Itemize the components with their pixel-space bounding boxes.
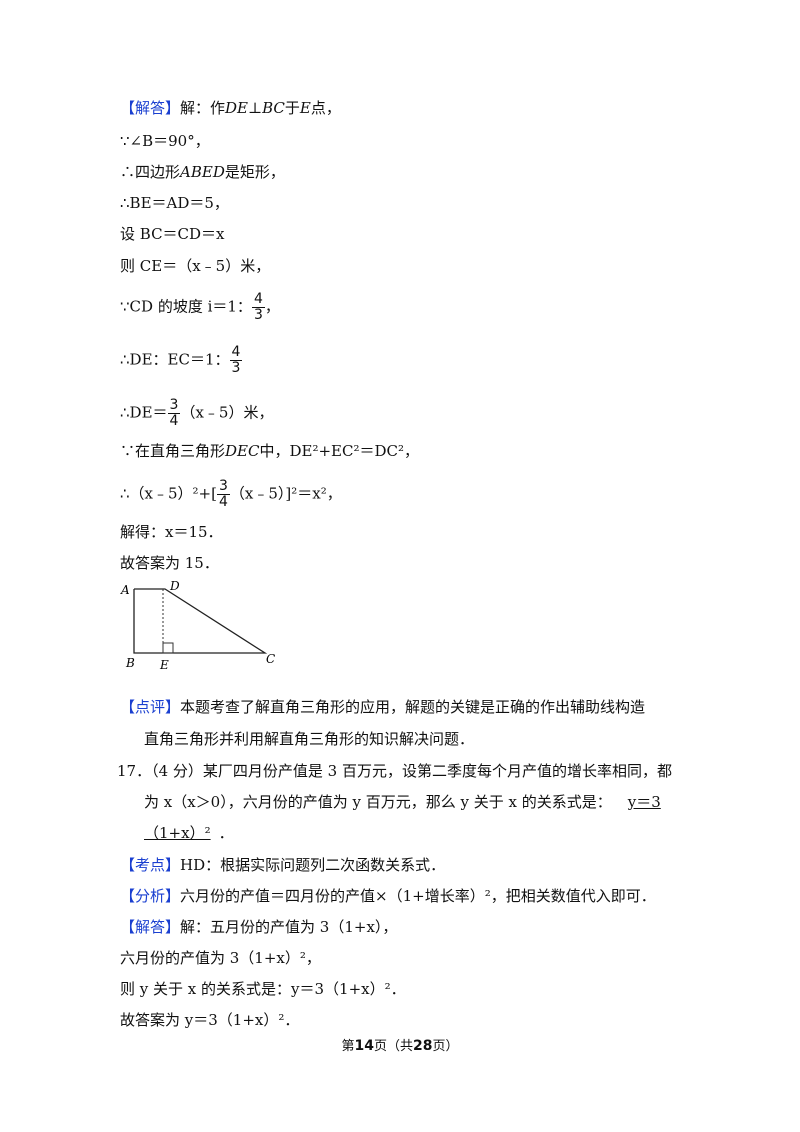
answer-tag-2: 【解答】 <box>120 918 181 936</box>
question-17-line-2: 为 x（x＞0），六月份的产值为 y 百万元，那么 y 关于 x 的关系式是：y… <box>144 793 661 811</box>
solution-line-5: 设 BC＝CD＝x <box>120 225 225 243</box>
comment-tag: 【点评】 <box>120 698 181 716</box>
answer-blank-2: （1+x）² <box>144 824 211 842</box>
kaodian-line: 【考点】HD：根据实际问题列二次函数关系式． <box>120 856 446 874</box>
solution2-line-2: 六月份的产值为 3（1+x）²， <box>120 949 321 967</box>
solution2-line-4: 故答案为 y＝3（1+x）²． <box>120 1011 300 1029</box>
comment-line-2: 直角三角形并利用解直角三角形的知识解决问题． <box>144 730 475 748</box>
page-number: 14 <box>354 1038 374 1054</box>
solution-line-solve: 解得：x＝15． <box>120 523 223 541</box>
solution2-line-1: 【解答】解：五月份的产值为 3（1+x）， <box>120 918 398 936</box>
label-E: E <box>159 658 169 670</box>
solution-line-6: 则 CE＝（x﹣5）米， <box>120 257 271 275</box>
answer-blank-1: y＝3 <box>627 793 661 811</box>
solution-line-2: ∵∠B＝90°， <box>120 132 210 150</box>
solution-line-4: ∴BE＝AD＝5， <box>120 194 229 212</box>
label-C: C <box>266 652 275 666</box>
kaodian-tag: 【考点】 <box>120 856 181 874</box>
fenxi-line: 【分析】六月份的产值＝四月份的产值×（1+增长率）²，把相关数值代入即可． <box>120 887 656 905</box>
comment-line-1: 【点评】本题考查了解直角三角形的应用，解题的关键是正确的作出辅助线构造 <box>120 698 646 716</box>
trapezoid-figure: A D B E C <box>120 580 275 670</box>
question-17-line-3: （1+x）²． <box>144 824 234 842</box>
question-17-line-1: 17．（4 分）某厂四月份产值是 3 百万元，设第二季度每个月产值的增长率相同，… <box>117 762 672 780</box>
label-B: B <box>125 656 135 670</box>
label-D: D <box>169 580 180 593</box>
fenxi-tag: 【分析】 <box>120 887 181 905</box>
solution-line-right-triangle: ∵在直角三角形DEC中，DE²+EC²＝DC²， <box>120 442 419 460</box>
answer-tag: 【解答】 <box>120 99 181 117</box>
solution2-line-3: 则 y 关于 x 的关系式是：y＝3（1+x）²． <box>120 980 406 998</box>
page-footer: 第14页（共28页） <box>341 1038 459 1054</box>
solution-line-3: ∴四边形ABED是矩形， <box>120 163 285 181</box>
solution-line-answer: 故答案为 15． <box>120 554 219 572</box>
solution-line-1: 【解答】解：作DE⊥BC于E点， <box>120 99 341 117</box>
page-total: 28 <box>413 1038 433 1054</box>
label-A: A <box>120 583 130 597</box>
